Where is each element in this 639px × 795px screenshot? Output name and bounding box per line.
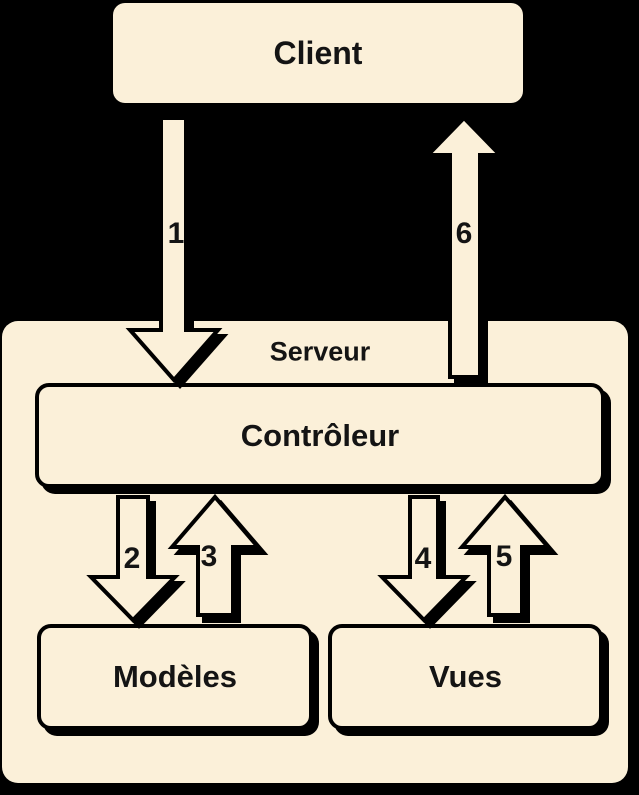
node-models-label: Modèles <box>112 659 238 694</box>
node-views: Vues <box>328 624 603 730</box>
arrow-4-number: 4 <box>414 542 432 575</box>
node-controller-label: Contrôleur <box>240 417 400 453</box>
arrow-2-number: 2 <box>123 542 141 575</box>
node-controller: Contrôleur <box>35 383 605 488</box>
node-models: Modèles <box>37 624 313 730</box>
node-client-label: Client <box>273 34 363 71</box>
node-client: Client <box>113 3 523 103</box>
node-views-label: Vues <box>429 659 502 694</box>
arrow-1-number: 1 <box>167 217 185 250</box>
arrow-5-number: 5 <box>495 540 513 573</box>
arrow-3-number: 3 <box>200 540 218 573</box>
arrow-6-number: 6 <box>455 217 473 250</box>
server-group-label: Serveur <box>269 336 371 367</box>
